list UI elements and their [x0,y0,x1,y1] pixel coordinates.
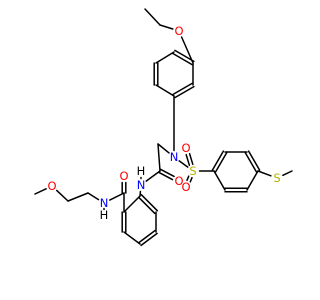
bond-single [155,84,175,97]
bond-double [160,168,175,178]
bond-single [257,170,272,177]
bond-double [172,52,193,66]
atom-label-nitrogen: N [100,196,109,210]
bond-single [213,170,226,191]
bond-single [123,195,141,213]
bond-layer [34,8,293,247]
bond-single [109,192,125,201]
atom-label-hydrogen: H [100,208,109,222]
bond-double [186,175,190,182]
bond-single [180,36,194,64]
atom-label-sulfur: S [273,171,280,185]
bond-single [246,170,259,191]
bond-double [244,152,258,173]
atom-label-oxygen: O [181,141,190,155]
bond-single [159,24,174,30]
bond-single [155,51,175,64]
bond-double [158,171,174,181]
atom-label-hydrogen: H [137,164,146,178]
bond-double [247,150,261,171]
atom-label-oxygen: O [119,169,128,183]
bond-single [145,170,161,182]
bond-double [138,229,156,244]
atom-label-oxygen: O [181,180,190,194]
bond-double [189,176,193,183]
bond-double [140,193,159,212]
bond-double [137,196,156,215]
bond-double [185,153,191,167]
bond-single [87,192,100,201]
atom-label-oxygen: O [174,24,183,38]
bond-single [67,192,89,202]
bond-single [282,170,293,177]
bond-single [55,189,69,202]
bond-double [172,82,193,96]
bond-double [214,152,228,173]
bond-single [157,143,170,154]
bond-single [178,160,189,168]
bond-double [174,85,195,99]
bond-single [157,143,161,172]
bond-single [144,8,161,26]
bond-double [140,232,158,247]
bond-single [34,188,47,195]
bond-double [211,150,225,171]
atom-label-oxygen: O [174,174,183,188]
atom-label-oxygen: O [47,179,56,193]
atom-label-nitrogen: N [170,150,179,164]
atom-label-sulfur: S [189,164,196,178]
bond-double [188,152,194,166]
bond-single [123,231,141,245]
atom-label-nitrogen: N [137,178,146,192]
bond-double [174,49,195,63]
